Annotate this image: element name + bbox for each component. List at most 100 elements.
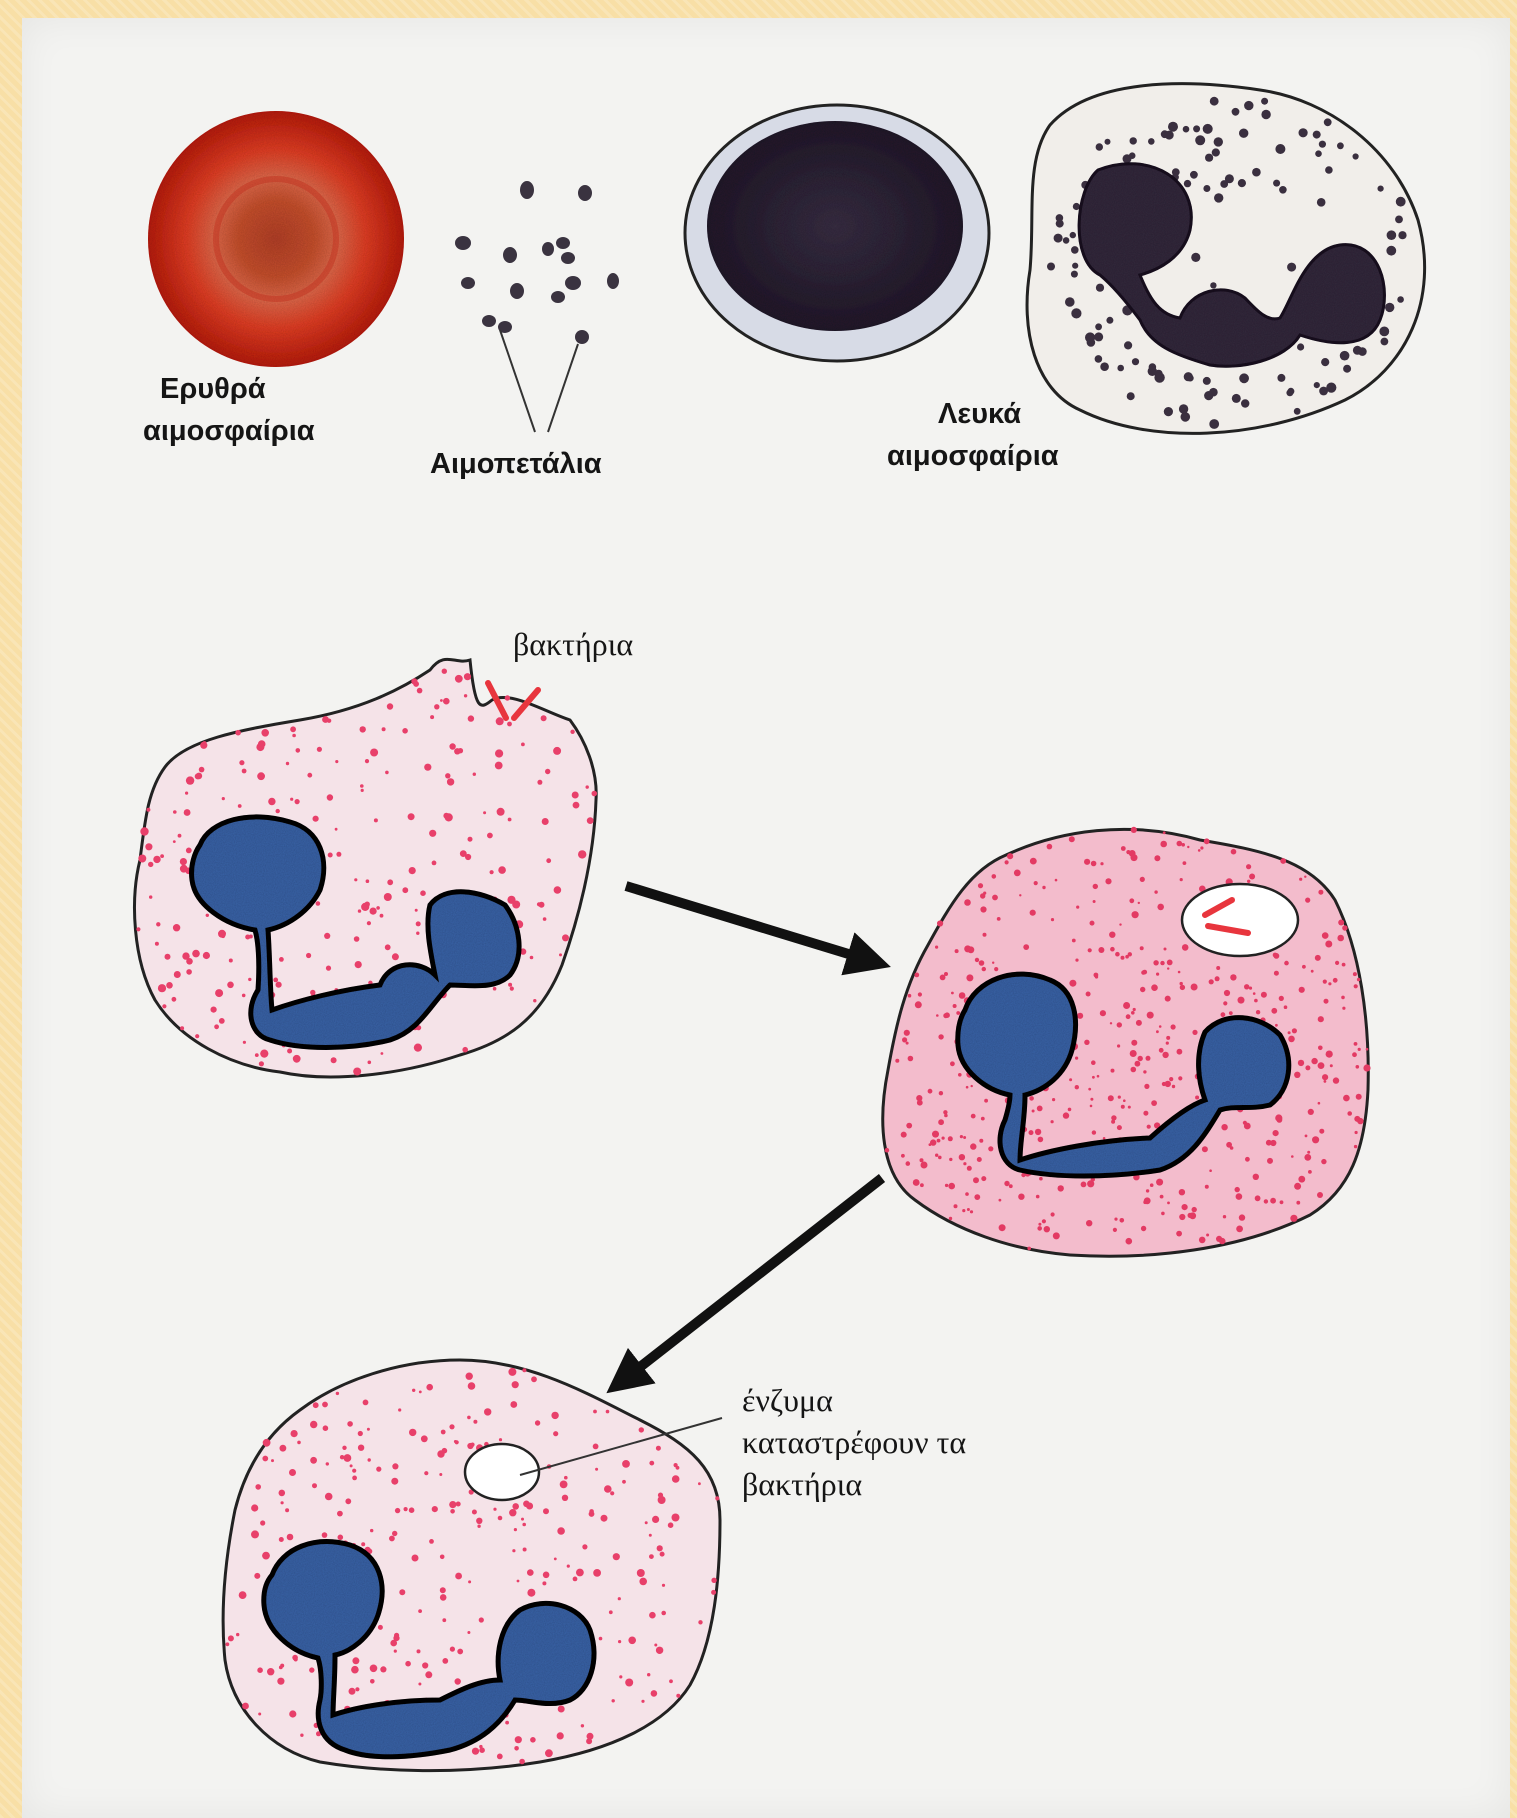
granule-dot: [1178, 971, 1181, 974]
granule-dot: [222, 797, 225, 800]
granule-dot: [495, 762, 503, 770]
granule-dot: [338, 1535, 344, 1541]
granule-dot: [906, 1161, 911, 1166]
granule-dot: [1288, 1031, 1291, 1034]
granule-dot: [1063, 1112, 1069, 1118]
granule-dot: [1223, 1215, 1226, 1218]
granule-dot: [508, 1368, 516, 1376]
granule-dot: [385, 771, 389, 775]
granule-dot: [286, 762, 289, 765]
granule-dot: [1294, 1183, 1301, 1190]
granule-dot: [307, 773, 312, 778]
granule-dot: [1223, 1001, 1227, 1005]
granule-dot: [1117, 1022, 1122, 1027]
granule-dot: [417, 1649, 421, 1653]
granule-dot: [1292, 1028, 1297, 1033]
granule-dot: [908, 1056, 914, 1062]
granule-dot: [1209, 419, 1219, 429]
granule-dot: [1160, 1195, 1164, 1199]
granule-dot: [942, 1137, 945, 1140]
granule-dot: [347, 1421, 353, 1427]
granule-dot: [1318, 1016, 1324, 1022]
granule-dot: [885, 1148, 890, 1153]
granule-dot: [1199, 1237, 1206, 1244]
granule-dot: [1179, 1214, 1185, 1220]
granule-dot: [1319, 141, 1326, 148]
granule-dot: [1086, 992, 1091, 997]
granule-dot: [1065, 297, 1075, 307]
granule-dot: [268, 798, 275, 805]
granule-dot: [939, 1091, 943, 1095]
granule-dot: [1042, 1219, 1046, 1223]
granule-dot: [944, 1012, 950, 1018]
granule-dot: [962, 1209, 965, 1212]
granule-dot: [450, 1647, 455, 1652]
granule-dot: [477, 1525, 480, 1528]
granule-dot: [1034, 881, 1038, 885]
granule-dot: [1232, 394, 1241, 403]
granule-dot: [966, 974, 973, 981]
granule-dot: [449, 1424, 454, 1429]
granule-dot: [1088, 948, 1092, 952]
granule-dot: [1092, 1076, 1095, 1079]
granule-dot: [1210, 282, 1216, 288]
granule-dot: [1179, 404, 1188, 413]
granule-dot: [1261, 992, 1267, 998]
granule-dot: [313, 1402, 319, 1408]
granule-dot: [1187, 846, 1189, 848]
granule-dot: [1267, 1158, 1273, 1164]
label-red-cells-line1: Ερυθρά: [160, 373, 266, 405]
granule-dot: [711, 1578, 716, 1583]
granule-dot: [416, 932, 419, 935]
granule-dot: [408, 813, 415, 820]
granule-dot: [430, 715, 434, 719]
granule-dot: [1111, 1069, 1115, 1073]
granule-dot: [473, 1420, 477, 1424]
granule-dot: [306, 953, 311, 958]
granule-dot: [206, 914, 209, 917]
granule-dot: [1100, 362, 1109, 371]
granule-dot: [1126, 1014, 1131, 1019]
granule-dot: [467, 1416, 471, 1420]
granule-dot: [1333, 978, 1338, 983]
granule-dot: [527, 1589, 535, 1597]
granule-dot: [1342, 1007, 1345, 1010]
granule-dot: [1076, 906, 1079, 909]
granule-dot: [1179, 1189, 1185, 1195]
granule-dot: [292, 1655, 298, 1661]
granule-dot: [1165, 1081, 1171, 1087]
granule-dot: [1354, 1042, 1358, 1046]
granule-dot: [1224, 990, 1230, 996]
granule-dot: [409, 1507, 415, 1513]
granule-dot: [967, 1166, 972, 1171]
granule-dot: [1315, 955, 1321, 961]
granule-dot: [938, 1119, 944, 1125]
granule-dot: [977, 1157, 982, 1162]
granule-dot: [971, 1085, 973, 1087]
granule-dot: [455, 675, 463, 683]
granule-dot: [1069, 836, 1075, 842]
granule-dot: [1202, 1146, 1208, 1152]
granule-dot: [1111, 1115, 1116, 1120]
granule-dot: [1095, 355, 1103, 363]
granule-dot: [479, 1617, 484, 1622]
granule-dot: [1324, 118, 1332, 126]
granule-dot: [1305, 1065, 1310, 1070]
granule-dot: [1131, 1040, 1137, 1046]
granule-dot: [965, 1192, 969, 1196]
label-enzymes-line1: ένζυμα: [742, 1382, 833, 1418]
granule-dot: [336, 852, 341, 857]
granule-dot: [1271, 1008, 1277, 1014]
granule-dot: [399, 1589, 405, 1595]
granule-dot: [1198, 849, 1201, 852]
granule-dot: [1038, 1137, 1044, 1143]
granule-dot: [581, 1724, 584, 1727]
granule-dot: [468, 1382, 476, 1390]
granule-dot: [936, 1014, 939, 1017]
granule-dot: [1035, 1129, 1041, 1135]
granule-dot: [1096, 143, 1103, 150]
granule-dot: [1095, 323, 1102, 330]
granule-dot: [928, 1089, 933, 1094]
neutrophil: [1027, 84, 1425, 434]
granule-dot: [1077, 1013, 1083, 1019]
